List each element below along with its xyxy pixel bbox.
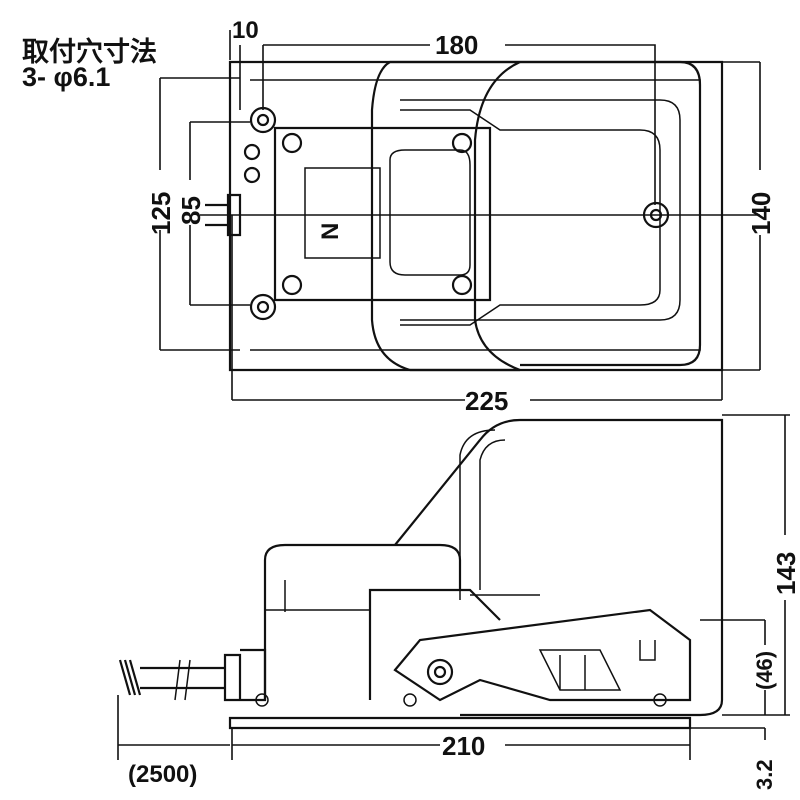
dim-2500: (2500) — [128, 761, 197, 788]
dim-210: 210 — [442, 731, 485, 761]
side-view — [117, 414, 790, 760]
dim-46: (46) — [752, 651, 777, 690]
dim-125: 125 — [146, 192, 176, 235]
dim-140: 140 — [746, 192, 776, 235]
dim-85: 85 — [176, 196, 206, 225]
dim-10: 10 — [232, 17, 259, 44]
dim-3-2: 3.2 — [752, 759, 777, 790]
mounting-hole-spec: 3- φ6.1 — [22, 62, 111, 92]
n-mark: N — [317, 223, 344, 240]
dim-225: 225 — [465, 386, 508, 416]
dim-143: 143 — [771, 552, 800, 595]
dim-180: 180 — [435, 30, 478, 60]
top-view — [159, 30, 761, 401]
mounting-hole-title: 取付穴寸法 — [22, 37, 157, 67]
